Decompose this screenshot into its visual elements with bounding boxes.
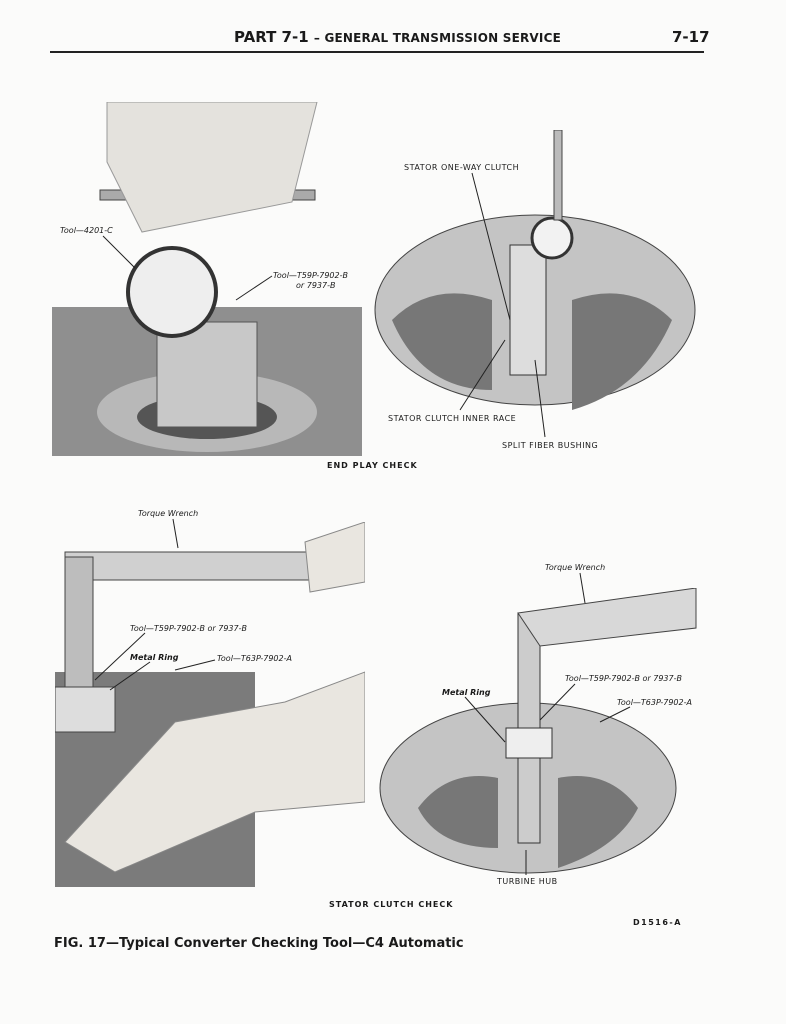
label-turbine-hub: TURBINE HUB: [497, 877, 558, 886]
figure-caption: FIG. 17—Typical Converter Checking Tool—…: [54, 936, 464, 951]
label-torque-wrench-left: Torque Wrench: [138, 509, 199, 518]
label-tool-t59p-right: Tool—T59P-7902-B or 7937-B: [565, 674, 682, 683]
label-tool-4201-c: Tool—4201-C: [60, 226, 113, 235]
label-tool-t59p-line2: or 7937-B: [296, 281, 336, 290]
label-stator-clutch-inner-race: STATOR CLUTCH INNER RACE: [388, 414, 517, 423]
section-title: – GENERAL TRANSMISSION SERVICE: [313, 31, 561, 45]
end-play-photo: [52, 102, 362, 456]
label-torque-wrench-right: Torque Wrench: [545, 563, 606, 572]
label-tool-t59p-line1: Tool—T59P-7902-B: [273, 271, 348, 280]
stator-one-way-clutch-drawing: [374, 130, 696, 410]
header-rule: [50, 51, 704, 53]
label-stator-one-way-clutch: STATOR ONE-WAY CLUTCH: [404, 163, 520, 172]
page-number: 7-17: [672, 28, 710, 46]
caption-end-play-check: END PLAY CHECK: [327, 461, 418, 470]
label-tool-t63p-left: Tool—T63P-7902-A: [217, 654, 292, 663]
drawing-number: D1516-A: [633, 918, 682, 927]
label-metal-ring-right: Metal Ring: [442, 688, 491, 697]
part-number: PART 7-1: [234, 28, 309, 46]
label-split-fiber-bushing: SPLIT FIBER BUSHING: [502, 441, 599, 450]
stator-clutch-check-photo: [55, 522, 365, 887]
label-metal-ring-left: Metal Ring: [130, 653, 179, 662]
caption-stator-clutch-check: STATOR CLUTCH CHECK: [329, 900, 454, 909]
label-tool-t63p-right: Tool—T63P-7902-A: [617, 698, 692, 707]
turbine-hub-drawing: [379, 588, 697, 874]
page-header-title: PART 7-1 – GENERAL TRANSMISSION SERVICE: [234, 28, 561, 46]
label-tool-t59p-left: Tool—T59P-7902-B or 7937-B: [130, 624, 247, 633]
